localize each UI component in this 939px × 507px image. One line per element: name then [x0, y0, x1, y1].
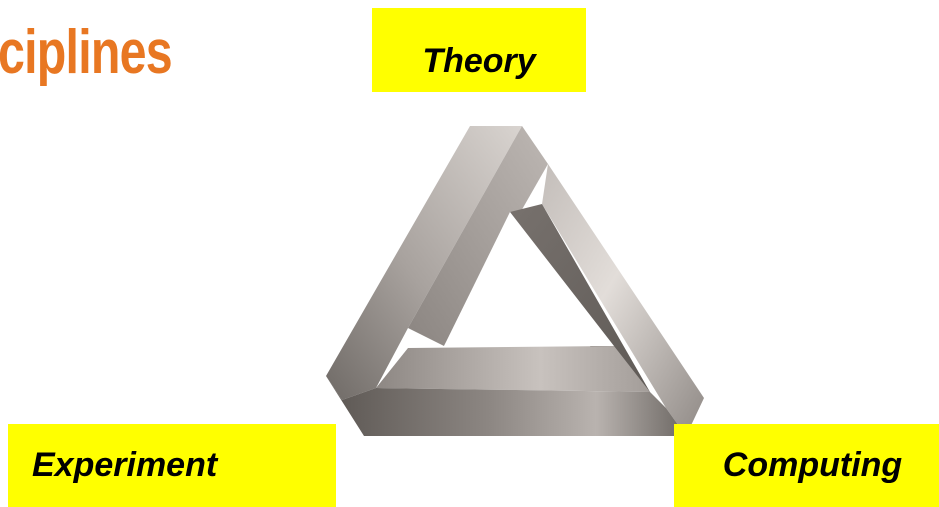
theory-label: Theory: [372, 8, 586, 92]
experiment-label-text: Experiment: [32, 446, 217, 485]
computing-label: Computing: [674, 424, 939, 507]
penrose-triangle-svg: [320, 118, 705, 448]
theory-label-text: Theory: [422, 42, 535, 81]
experiment-label: Experiment: [8, 424, 336, 507]
slide-title: ciplines: [0, 8, 172, 98]
penrose-triangle-graphic: [320, 118, 705, 448]
triangle-bottom-top-face: [376, 346, 650, 392]
computing-label-text: Computing: [723, 446, 902, 485]
